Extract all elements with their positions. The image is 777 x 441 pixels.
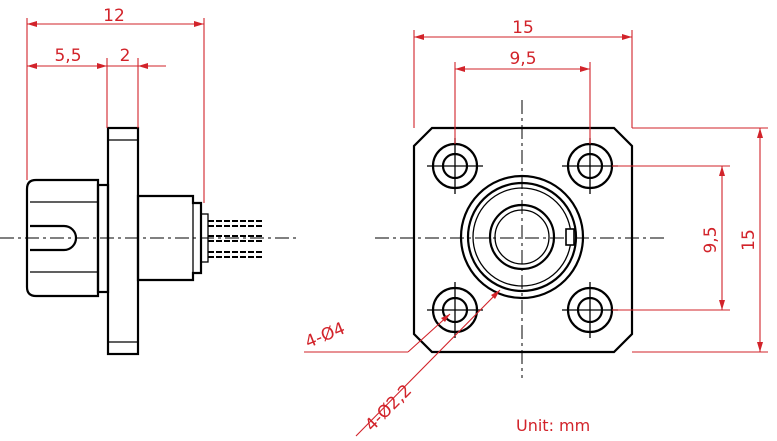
mounting-hole-top-right bbox=[562, 138, 618, 194]
side-dimensions bbox=[26, 18, 205, 203]
square-flange bbox=[412, 126, 634, 354]
hole-spacing-x-label: 9,5 bbox=[509, 49, 536, 69]
mounting-hole-bottom-right bbox=[562, 282, 618, 338]
hole-callout-inner: 4-Ø2,2 bbox=[361, 381, 416, 436]
connector-head bbox=[25, 178, 100, 298]
front-dimensions bbox=[304, 30, 768, 437]
overall-length-label: 12 bbox=[103, 6, 125, 26]
lead-ring bbox=[200, 213, 209, 263]
hole-spacing-y-label: 9,5 bbox=[701, 226, 721, 253]
hole-callout-outer: 4-Ø4 bbox=[302, 319, 348, 353]
central-receptacle bbox=[459, 174, 585, 300]
key-slot bbox=[30, 224, 78, 252]
unit-label: Unit: mm bbox=[516, 416, 590, 435]
body bbox=[136, 194, 203, 282]
side-view: 12 5,5 2 bbox=[0, 6, 300, 356]
head-length-label: 5,5 bbox=[54, 46, 81, 66]
front-width-label: 15 bbox=[512, 18, 534, 38]
front-view: 15 9,5 15 9,5 4-Ø4 4-Ø2,2 bbox=[302, 18, 768, 437]
mounting-hole-top-left bbox=[427, 138, 483, 194]
mounting-hole-bottom-left bbox=[427, 282, 483, 338]
flange bbox=[106, 126, 140, 356]
front-height-label: 15 bbox=[739, 229, 759, 251]
leads bbox=[208, 220, 262, 258]
key-notch bbox=[565, 228, 575, 246]
flange-thickness-label: 2 bbox=[120, 46, 131, 66]
